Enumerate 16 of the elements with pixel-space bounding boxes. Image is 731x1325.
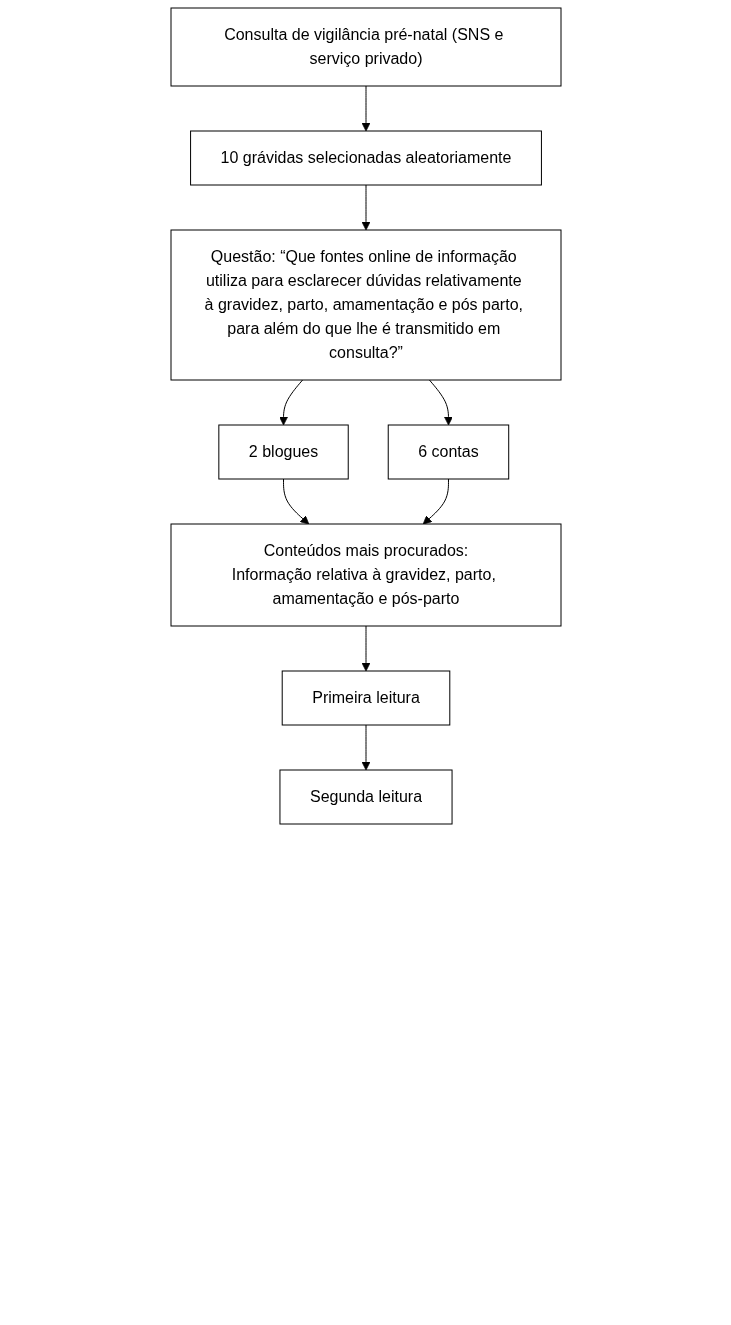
arrow	[361, 625, 370, 672]
arrow	[278, 379, 303, 426]
arrow	[282, 478, 309, 525]
arrow	[361, 85, 370, 132]
node-box: Questão: “Que fontes online de informação utiliza para esclarecer dúvidas relativamente à gravidez, parto, amamentação e pós parto, para além do que lhe é transmitido em consulta?”	[170, 229, 561, 381]
arrow	[361, 184, 370, 231]
node-box: 10 grávidas selecionadas aleatoriamente	[189, 130, 542, 186]
arrow	[422, 478, 449, 525]
node-box: 6 contas	[387, 424, 509, 480]
arrow	[428, 379, 453, 426]
node-box: Consulta de vigilância pré-natal (SNS e serviço privado)	[170, 7, 561, 87]
node-box: 2 blogues	[217, 424, 349, 480]
node-box: Segunda leitura	[278, 769, 453, 825]
node-box: Conteúdos mais procurados: Informação relativa à gravidez, parto, amamentação e pós-parto	[170, 523, 561, 627]
arrow	[361, 724, 370, 771]
node-box: Primeira leitura	[281, 670, 450, 726]
